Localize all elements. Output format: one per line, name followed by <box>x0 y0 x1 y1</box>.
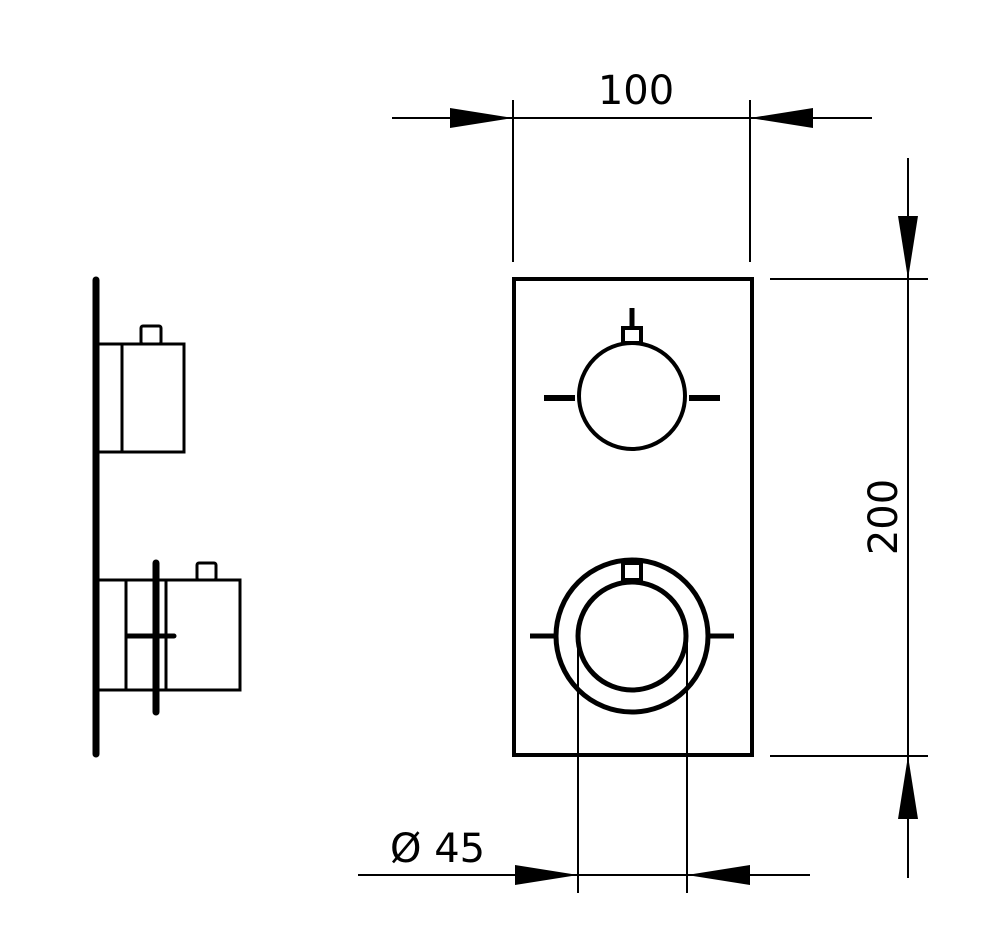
arrow-diameter-right <box>687 865 750 885</box>
front-view <box>512 277 754 757</box>
side-view <box>92 276 242 758</box>
arrow-height-top <box>898 216 918 279</box>
side-lower-knob <box>96 559 242 716</box>
arrow-width-right <box>750 108 813 128</box>
arrow-width-left <box>450 108 513 128</box>
front-plate <box>512 277 754 757</box>
side-upper-knob <box>96 324 186 454</box>
front-lower-knob <box>530 557 734 715</box>
arrow-height-bottom <box>898 756 918 819</box>
dimension-diameter-label: Ø 45 <box>390 826 485 872</box>
arrow-diameter-left <box>515 865 578 885</box>
dimension-width-label: 100 <box>598 68 674 114</box>
dimension-lines <box>358 100 928 893</box>
front-upper-knob <box>544 308 720 451</box>
dimension-height-label: 200 <box>861 479 907 555</box>
dimension-arrows <box>450 108 918 885</box>
